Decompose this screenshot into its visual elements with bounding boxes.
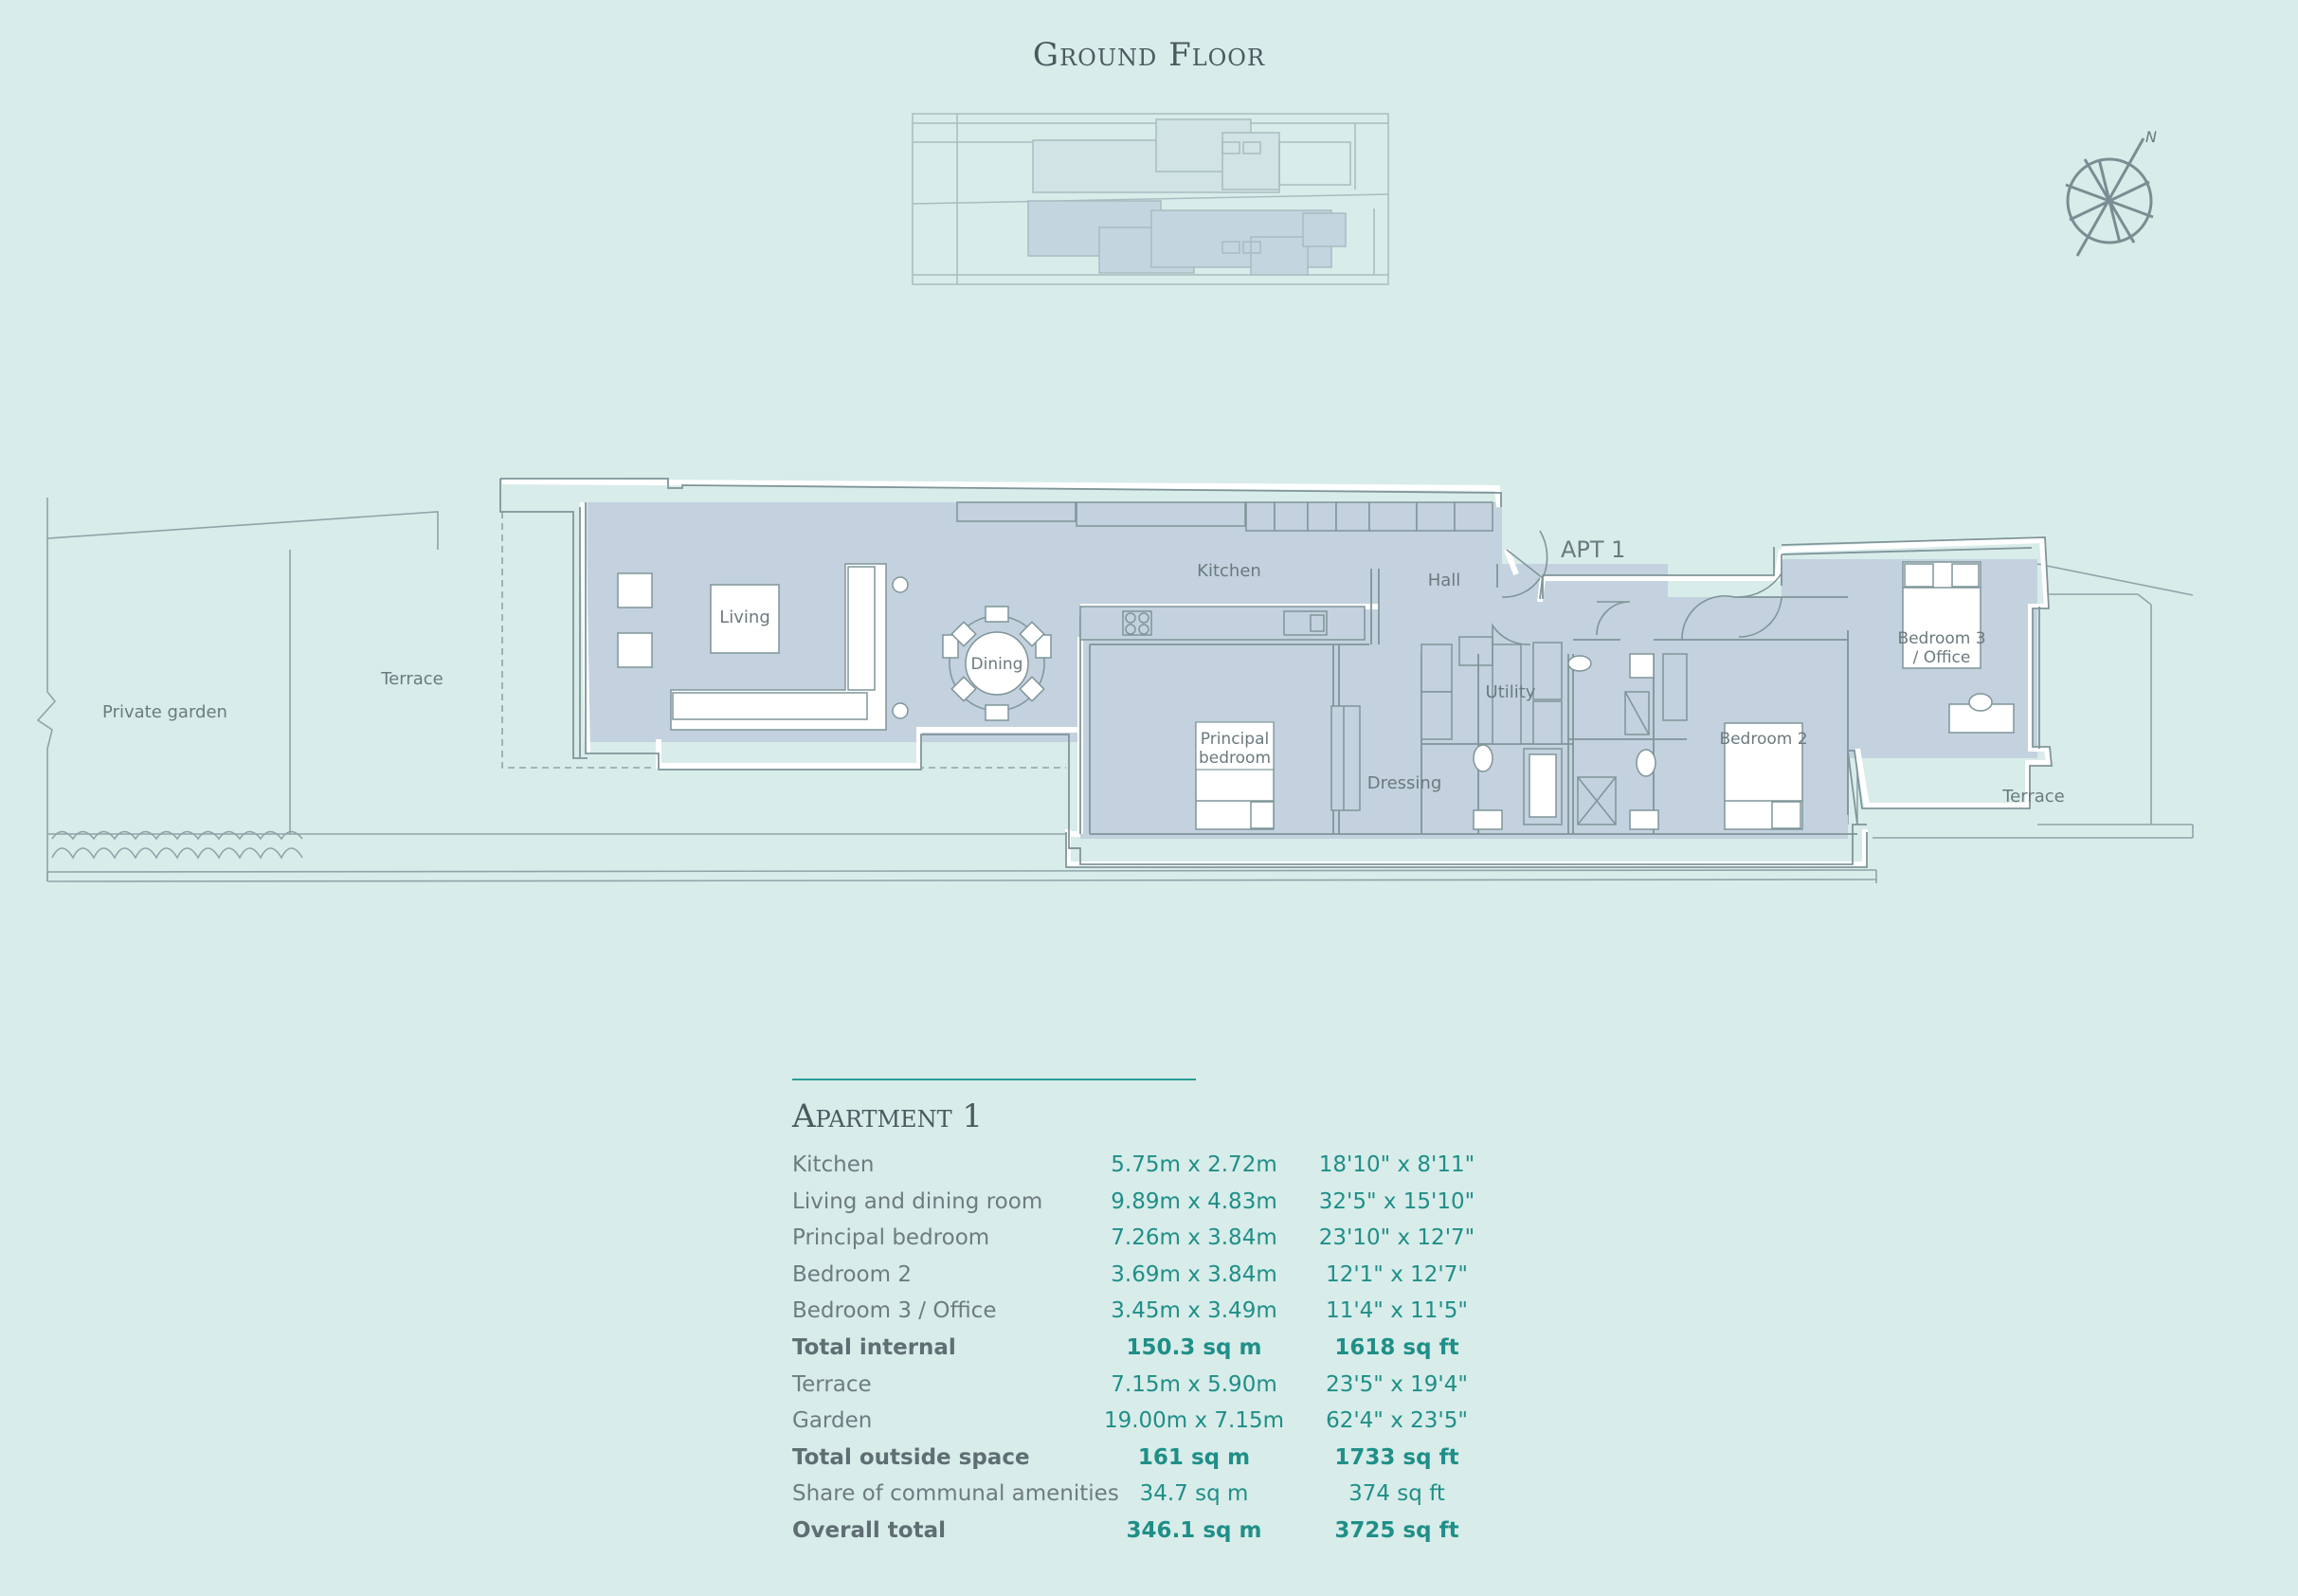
schedule-row: Principal bedroom 7.26m x 3.84m 23'10" x 1… <box>792 1225 1512 1262</box>
bathroom-fixtures <box>1330 636 1688 830</box>
bedroom2-label: Bedroom 2 <box>1719 730 1807 749</box>
compass-north-label: N <box>2145 128 2157 146</box>
schedule-metric-size: 161 sq m <box>1137 1444 1251 1470</box>
key-plan <box>912 113 1389 285</box>
principal-bedroom-label-line1: Principal <box>1201 730 1269 749</box>
kitchen-label: Kitchen <box>1197 561 1261 581</box>
principal-bedroom-label-line2: bedroom <box>1199 749 1271 768</box>
kitchen-units <box>956 501 1493 641</box>
schedule-imperial-size: 11'4" x 11'5" <box>1326 1298 1468 1324</box>
hall-label: Hall <box>1428 571 1461 590</box>
schedule-imperial-size: 18'10" x 8'11" <box>1318 1152 1475 1177</box>
schedule-imperial-size: 23'5" x 19'4" <box>1326 1371 1468 1397</box>
private-garden-label: Private garden <box>102 702 227 722</box>
schedule-room-name: Bedroom 2 <box>792 1261 912 1287</box>
schedule-metric-size: 5.75m x 2.72m <box>1111 1152 1277 1177</box>
schedule-imperial-size: 1618 sq ft <box>1334 1334 1459 1360</box>
schedule-imperial-size: 62'4" x 23'5" <box>1326 1408 1468 1434</box>
schedule-room-name: Principal bedroom <box>792 1225 990 1251</box>
schedule-room-name: Total internal <box>792 1334 956 1360</box>
schedule-metric-size: 3.69m x 3.84m <box>1111 1261 1277 1287</box>
apartment-tag-label: APT 1 <box>1561 536 1625 563</box>
bedroom3-label-line2: / Office <box>1913 648 1971 667</box>
schedule-title: Apartment 1 <box>792 1097 984 1135</box>
utility-label: Utility <box>1486 682 1536 702</box>
schedule-row: Bedroom 3 / Office 3.45m x 3.49m 11'4" x 1… <box>792 1298 1512 1335</box>
schedule-room-name: Terrace <box>792 1371 872 1397</box>
schedule-row: Overall total 346.1 sq m 3725 sq ft <box>792 1518 1512 1555</box>
schedule-row: Share of communal amenities 34.7 sq m 374 … <box>792 1481 1512 1518</box>
schedule-metric-size: 7.15m x 5.90m <box>1111 1371 1277 1397</box>
schedule-row: Total outside space 161 sq m 1733 sq ft <box>792 1445 1512 1482</box>
terrace-right-label: Terrace <box>2001 787 2065 807</box>
schedule-row: Bedroom 2 3.69m x 3.84m 12'1" x 12'7" <box>792 1262 1512 1299</box>
page-title: Ground Floor <box>1032 36 1266 74</box>
schedule-room-name: Share of communal amenities <box>792 1481 1119 1507</box>
schedule-imperial-size: 3725 sq ft <box>1334 1517 1459 1543</box>
living-label: Living <box>719 608 770 627</box>
schedule-imperial-size: 12'1" x 12'7" <box>1326 1261 1468 1287</box>
compass-icon <box>2065 137 2154 257</box>
schedule-room-name: Living and dining room <box>792 1188 1043 1214</box>
schedule-metric-size: 34.7 sq m <box>1139 1481 1249 1507</box>
schedule-row: Total internal 150.3 sq m 1618 sq ft <box>792 1335 1512 1372</box>
schedule-row: Kitchen 5.75m x 2.72m 18'10" x 8'11" <box>792 1152 1512 1189</box>
schedule-room-name: Bedroom 3 / Office <box>792 1298 997 1324</box>
site-outline <box>36 498 2194 883</box>
schedule-row: Terrace 7.15m x 5.90m 23'5" x 19'4" <box>792 1372 1512 1409</box>
wall-outlines <box>499 478 2053 868</box>
dressing-label: Dressing <box>1367 773 1442 793</box>
schedule-metric-size: 346.1 sq m <box>1126 1517 1262 1543</box>
schedule-imperial-size: 374 sq ft <box>1348 1481 1445 1507</box>
living-furniture <box>617 563 1052 731</box>
bedroom3-label-line1: Bedroom 3 <box>1897 629 1985 648</box>
schedule-room-name: Kitchen <box>792 1152 875 1177</box>
schedule-imperial-size: 32'5" x 15'10" <box>1318 1188 1475 1214</box>
schedule-room-name: Garden <box>792 1408 873 1434</box>
schedule-imperial-size: 1733 sq ft <box>1334 1444 1459 1470</box>
schedule-row: Living and dining room 9.89m x 4.83m 32'5"… <box>792 1189 1512 1226</box>
schedule-metric-size: 19.00m x 7.15m <box>1103 1408 1285 1434</box>
schedule-metric-size: 9.89m x 4.83m <box>1111 1188 1277 1214</box>
schedule-metric-size: 3.45m x 3.49m <box>1111 1298 1277 1324</box>
doors <box>1492 530 1782 645</box>
schedule-imperial-size: 23'10" x 12'7" <box>1318 1225 1475 1251</box>
schedule-room-name: Total outside space <box>792 1444 1030 1470</box>
area-schedule-table: Kitchen 5.75m x 2.72m 18'10" x 8'11" Living… <box>792 1152 1512 1555</box>
principal-bedroom-label-box <box>1195 721 1275 771</box>
terrace-left-label: Terrace <box>380 669 443 689</box>
schedule-room-name: Overall total <box>792 1517 946 1543</box>
schedule-row: Garden 19.00m x 7.15m 62'4" x 23'5" <box>792 1408 1512 1445</box>
schedule-metric-size: 150.3 sq m <box>1126 1334 1262 1360</box>
dining-label: Dining <box>971 655 1023 674</box>
schedule-divider <box>792 1079 1196 1080</box>
schedule-metric-size: 7.26m x 3.84m <box>1111 1225 1277 1251</box>
